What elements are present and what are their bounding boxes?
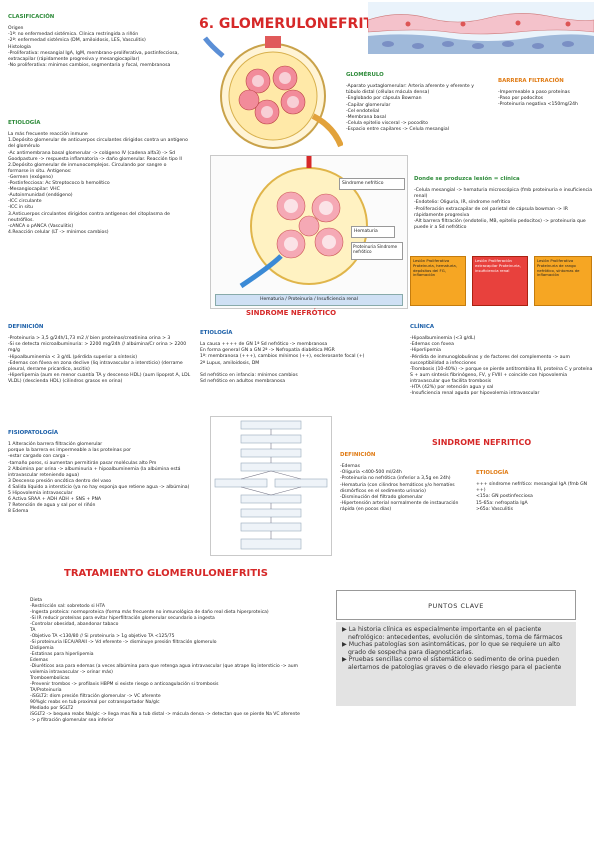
lesion-boxes: Lesión Proliferativa Proteinuria, hematu… <box>410 256 594 308</box>
definicion-nefritico-section: DEFINICIÓN -Edemas -Oliguria <400-500 ml… <box>340 446 468 519</box>
flowchart-svg <box>214 420 328 550</box>
glomerulo-title: GLOMÉRULO <box>346 72 384 79</box>
puntos-clave-item: ▶ Pruebas sencillas como el sistemático … <box>342 656 562 671</box>
puntos-clave-item: ▶ Muchas patologías son asintomáticas, p… <box>342 641 561 656</box>
barrera-title: BARRERA FILTRACIÓN <box>498 78 564 85</box>
definicion-nefrotico-section: DEFINICIÓN -Proteinuria > 3,5 g/24h/1,73… <box>8 318 194 391</box>
lesion-section: Donde se produzca lesión = clínica -Celu… <box>414 170 594 237</box>
lesion-body: -Celula mesangial -> hematuria microscóp… <box>414 188 593 230</box>
lesion-box-3: Lesión Proliferativa Proteinuria de rang… <box>534 256 592 306</box>
clinica-nefrotico-title: CLÍNICA <box>410 324 435 331</box>
etiologia-body: La más frecuente reacción inmune 1.Depós… <box>8 132 188 235</box>
lesion-diagram-svg <box>239 156 368 289</box>
clinica-nefrotico-body: -Hipoalbuminemia (<3 g/dL) -Edemas con f… <box>410 336 593 397</box>
puntos-clave-item: ▶ La historia clínica es especialmente i… <box>342 626 563 641</box>
lesion-box-2: Lesión Proliferación extracapilar Protei… <box>472 256 528 306</box>
fisiopatologia-title: FISIOPATOLOGÍA <box>8 430 59 437</box>
lesion-box-1: Lesión Proliferativa Proteinuria, hematu… <box>410 256 466 306</box>
glomerulus-illustration <box>203 36 343 149</box>
etiologia-nefritico-title: ETIOLOGÍA <box>476 470 509 477</box>
main-title: 6. GLOMERULONEFRITIS <box>199 16 389 32</box>
puntos-clave-list: ▶ La historia clínica es especialmente i… <box>336 622 576 706</box>
puntos-clave-item-text: Pruebas sencillas como el sistemático o … <box>348 656 562 671</box>
label-proteinuria: Proteinuria Síndrome nefrótico <box>351 242 403 260</box>
fisiopatologia-flowchart <box>210 416 332 556</box>
tratamiento-title: TRATAMIENTO GLOMERULONEFRITIS <box>64 568 268 579</box>
clinica-nefrotico-section: CLÍNICA -Hipoalbuminemia (<3 g/dL) -Edem… <box>410 318 594 403</box>
barrera-body: -Impermeable a paso proteínas -Paso por … <box>498 90 578 108</box>
puntos-clave-title: PUNTOS CLAVE <box>428 602 484 610</box>
etiologia-nefrotico-section: ETIOLOGÍA La causa ++++ de GN 1ª Sd nefr… <box>200 324 400 391</box>
label-hematuria: Hematuria <box>351 226 395 238</box>
lesion-title: Donde se produzca lesión = clínica <box>414 176 520 183</box>
definicion-nefritico-body: -Edemas -Oliguria <400-500 ml/24h -Prote… <box>340 464 459 512</box>
puntos-clave-header: PUNTOS CLAVE <box>336 590 576 620</box>
etiologia-nefritico-body: +++ síndrome nefrítico: mesangial IgA (f… <box>476 482 588 512</box>
barrera-section: BARRERA FILTRACIÓN -Impermeable a paso p… <box>498 72 594 115</box>
fisiopatologia-body: 1 Alteración barrera filtración glomerul… <box>8 442 190 515</box>
diagram-caption: Hematuria / Proteinuria / Insuficiencia … <box>215 294 403 306</box>
etiologia-nefrotico-title: ETIOLOGÍA <box>200 330 233 337</box>
lesion-diagram: Síndrome nefrítico Hematuria Proteinuria… <box>210 155 408 309</box>
glomerulo-body: -Aparato yuxtaglomerular: Arteria aferen… <box>346 84 474 132</box>
fisiopatologia-section: FISIOPATOLOGÍA 1 Alteración barrera filt… <box>8 424 204 522</box>
capillary-illustration <box>368 2 594 54</box>
glomerulo-section: GLOMÉRULO -Aparato yuxtaglomerular: Arte… <box>346 66 486 139</box>
definicion-nefrotico-title: DEFINICIÓN <box>8 324 44 331</box>
puntos-clave-item-text: La historia clínica es especialmente imp… <box>348 626 563 641</box>
label-sd-nefritico: Síndrome nefrítico <box>339 178 405 190</box>
tratamiento-body: Dieta -Restricción sal: sobretodo si HTA… <box>30 598 300 723</box>
etiologia-nefrotico-body: La causa ++++ de GN 1ª Sd nefrótico -> m… <box>200 342 365 384</box>
definicion-nefrotico-body: -Proteinuria > 3,5 g/24h/1,73 m2 // bien… <box>8 336 191 384</box>
etiologia-section: ETIOLOGÍA La más frecuente reacción inmu… <box>8 114 188 242</box>
sd-nefritico-title: SINDROME NEFRITICO <box>432 438 532 447</box>
etiologia-title: ETIOLOGÍA <box>8 120 41 127</box>
sd-nefrotico-title: SINDROME NEFRÓTICO <box>246 309 337 317</box>
clasificacion-title: CLASIFICACIÓN <box>8 14 55 21</box>
clasificacion-body: Origen -1ª: no enfermedad sistémica. Clí… <box>8 26 179 68</box>
definicion-nefritico-title: DEFINICIÓN <box>340 452 376 459</box>
etiologia-nefritico-section: ETIOLOGÍA +++ síndrome nefrítico: mesang… <box>476 464 594 519</box>
puntos-clave-item-text: Muchas patologías son asintomáticas, por… <box>348 641 561 656</box>
clasificacion-section: CLASIFICACIÓN Origen -1ª: no enfermedad … <box>8 8 186 75</box>
